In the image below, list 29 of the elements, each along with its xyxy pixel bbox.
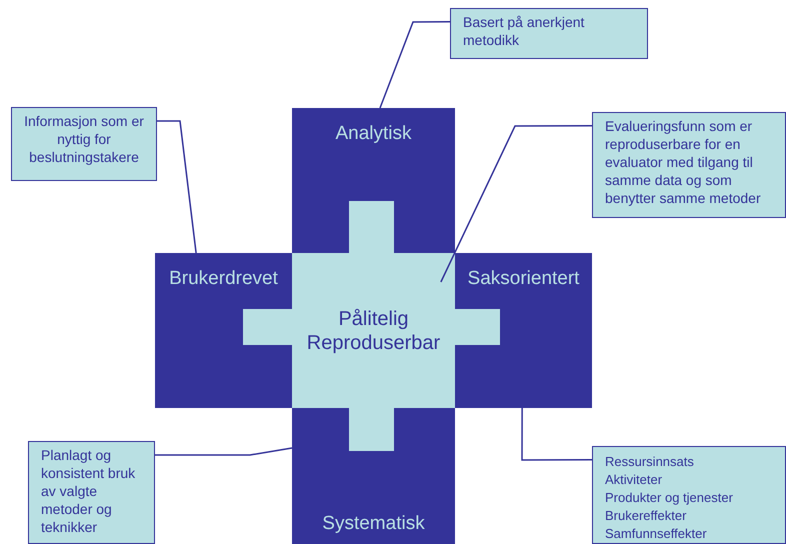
dark-panel	[292, 408, 455, 544]
list-item: Brukereffekter	[605, 507, 688, 525]
leader-line	[155, 447, 292, 456]
callout-box	[592, 112, 786, 218]
list-item: Produkter og tjenester	[605, 489, 734, 507]
leader-line	[157, 120, 197, 254]
leader-line	[379, 21, 450, 108]
callout-text: Evalueringsfunn som er reproduserbare for en evaluator med tilgang til samme data og som benytter samme metoder	[605, 117, 762, 207]
callout-text: Basert på anerkjent metodikk	[463, 13, 586, 49]
panel-label: Saksorientert	[468, 267, 580, 291]
list-item: Ressursinnsats	[605, 453, 695, 471]
dark-panel	[292, 108, 455, 253]
center-label: Reproduserbar	[306, 330, 440, 354]
dark-panel	[155, 253, 292, 408]
center-label: Pålitelig	[338, 306, 409, 330]
panel-label: Analytisk	[335, 122, 412, 146]
callout-box	[28, 441, 155, 544]
callout-text: Informasjon som er nyttig for beslutningstakere	[24, 112, 144, 166]
callout-box	[11, 107, 157, 181]
leader-line	[521, 408, 592, 461]
callout-box	[450, 8, 648, 59]
panel-label: Systematisk	[322, 512, 425, 536]
callout-text: Planlagt og konsistent bruk av valgte metoder og teknikker	[41, 446, 136, 536]
panel-label: Brukerdrevet	[169, 267, 278, 291]
leader-line	[440, 125, 592, 282]
list-item: Samfunnseffekter	[605, 525, 708, 543]
list-item: Aktiviteter	[605, 471, 664, 489]
callout-box	[592, 446, 786, 544]
dark-panel	[455, 253, 592, 408]
